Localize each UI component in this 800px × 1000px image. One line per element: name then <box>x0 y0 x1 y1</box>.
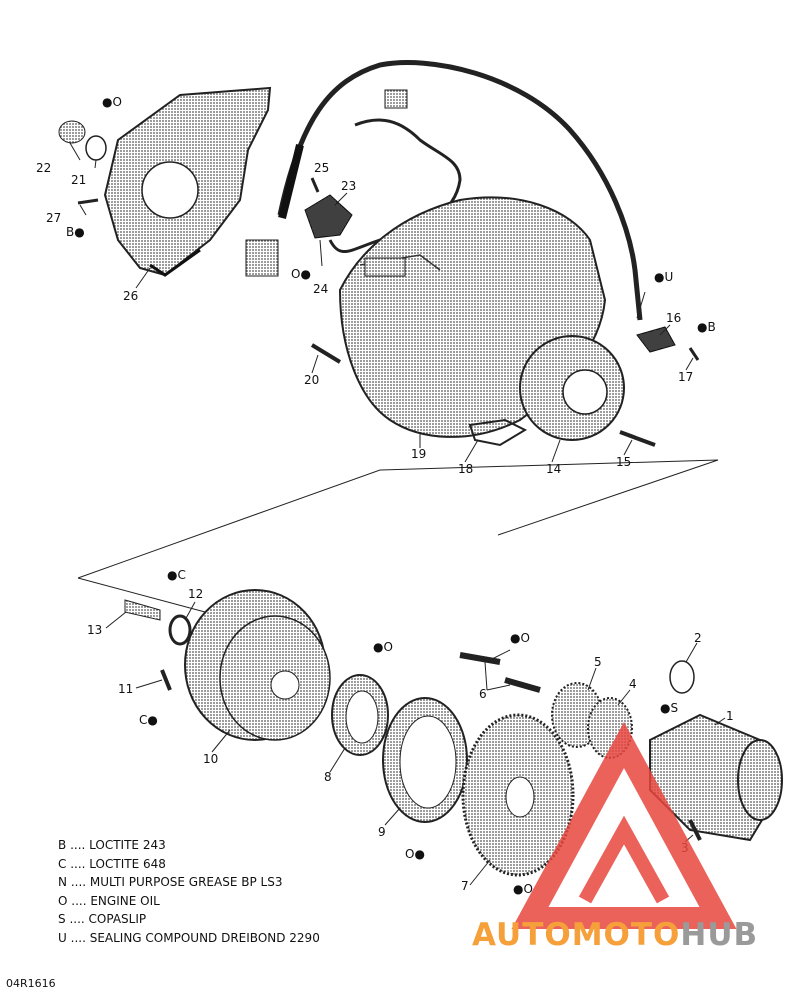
legend-item-u: U .... SEALING COMPOUND DREIBOND 2290 <box>58 930 320 945</box>
part-connector <box>384 89 408 109</box>
diagram-code: 04R1616 <box>6 977 56 990</box>
part-screw-15 <box>619 430 656 447</box>
part-flywheel <box>184 589 331 741</box>
part-o-ring-2 <box>669 660 695 694</box>
legend-item-n: N .... MULTI PURPOSE GREASE BP LS3 <box>58 875 283 889</box>
callout-1: 1 <box>726 709 734 723</box>
callout-22: 22 <box>36 161 51 175</box>
callout-4: 4 <box>629 677 637 691</box>
callout-25: 25 <box>314 161 329 175</box>
legend-item-s: S .... COPASLIP <box>58 912 147 926</box>
legend-item-b: B .... LOCTITE 243 <box>58 838 166 852</box>
callout-8: 8 <box>324 770 332 784</box>
watermark-text-part1: AUTOMOTO <box>472 917 681 953</box>
legend-item-o: O .... ENGINE OIL <box>58 893 160 908</box>
part-pin-6b <box>504 677 541 693</box>
callout-19: 19 <box>411 447 426 461</box>
part-ring-9-bore <box>399 715 457 809</box>
part-gasket <box>468 418 528 447</box>
legend-item-c: C .... LOCTITE 648 <box>58 856 166 871</box>
callout-7: 7 <box>461 879 469 893</box>
assembly-guide-line-lower <box>77 577 206 613</box>
callout-2: 2 <box>694 631 702 645</box>
part-bolt-13 <box>124 599 161 621</box>
part-screw-25 <box>310 177 320 193</box>
marker-21-o: ●O <box>102 95 122 109</box>
marker-27-b: B● <box>66 225 85 239</box>
part-connector-block <box>245 239 279 277</box>
callout-21: 21 <box>71 173 86 187</box>
callout-27: 27 <box>46 211 61 225</box>
callout-17: 17 <box>678 370 693 384</box>
callout-23: 23 <box>341 179 356 193</box>
part-o-ring-21 <box>85 135 107 161</box>
part-sensor <box>304 194 353 239</box>
marker-17-b: ●B <box>697 320 716 334</box>
application-markers: ●O B● O● ●U ●B ●C C● ●O ●O ●S O● ●O <box>66 95 716 896</box>
callout-14: 14 <box>546 462 561 476</box>
marker-6-o: ●O <box>510 631 530 645</box>
marker-11-c: C● <box>139 713 158 727</box>
marker-1-s: ●S <box>660 701 678 715</box>
part-plug <box>58 120 86 144</box>
watermark-text: AUTOMOTOHUB <box>472 917 758 953</box>
marker-9-o: O● <box>405 847 425 861</box>
part-starter-motor <box>649 713 783 842</box>
callout-15: 15 <box>616 455 631 469</box>
part-harness-sleeve <box>278 144 304 219</box>
part-clamp-16 <box>636 326 676 353</box>
part-wiring-lead <box>328 118 462 254</box>
watermark-logo <box>511 721 737 929</box>
part-stator <box>519 335 625 441</box>
callout-11: 11 <box>118 682 133 696</box>
part-washer-12 <box>168 614 192 646</box>
callout-20: 20 <box>304 373 319 387</box>
part-screw-11 <box>160 669 172 691</box>
part-pin-6a <box>459 652 501 665</box>
marker-16-u: ●U <box>654 270 673 284</box>
callout-13: 13 <box>87 623 102 637</box>
callout-6: 6 <box>479 687 487 701</box>
leader-lines <box>69 142 726 886</box>
marker-7-o: ●O <box>513 882 533 896</box>
assembly-guide-line <box>77 459 719 579</box>
callout-10: 10 <box>203 752 218 766</box>
part-flywheel-cover <box>103 86 272 277</box>
part-screw-27 <box>77 198 99 205</box>
part-screw-17 <box>688 347 700 361</box>
callout-16: 16 <box>666 311 681 325</box>
marker-8-o: ●O <box>373 640 393 654</box>
callout-24: 24 <box>313 282 328 296</box>
callout-18: 18 <box>458 462 473 476</box>
marker-13-c: ●C <box>167 568 186 582</box>
callout-26: 26 <box>123 289 138 303</box>
legend: B .... LOCTITE 243 C .... LOCTITE 648 N … <box>58 836 320 947</box>
callout-9: 9 <box>378 825 386 839</box>
marker-24-o: O● <box>291 267 311 281</box>
part-ring-gear <box>461 713 575 877</box>
part-screw-3 <box>688 819 702 841</box>
callout-12: 12 <box>188 587 203 601</box>
watermark-text-part2: HUB <box>680 917 759 953</box>
part-bearing-8-bore <box>345 690 379 744</box>
callout-5: 5 <box>594 655 602 669</box>
part-wiring-harness <box>277 60 643 321</box>
part-screw-20 <box>310 343 342 364</box>
